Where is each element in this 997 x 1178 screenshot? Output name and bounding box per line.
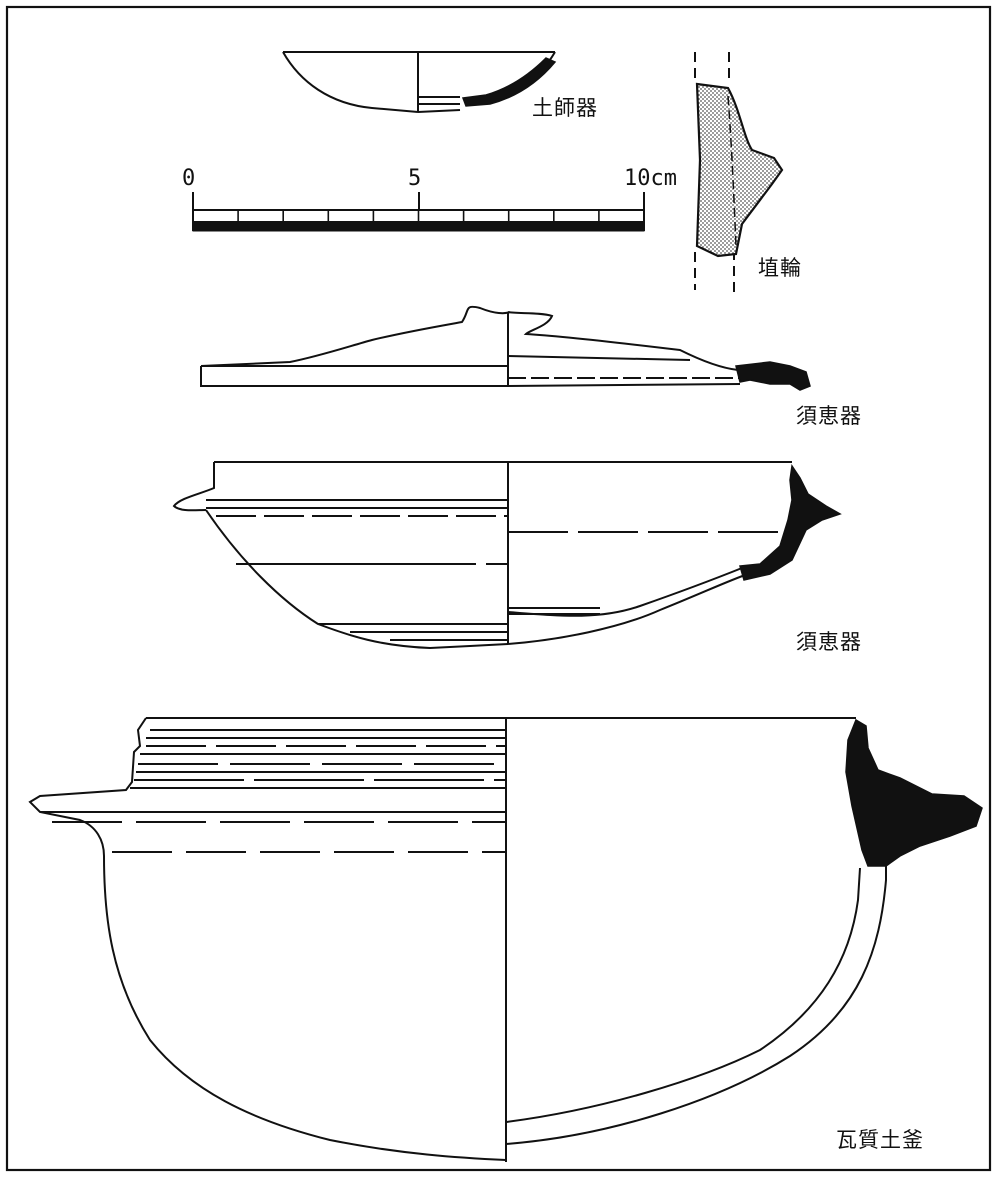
hajiki-dish-drawing (282, 51, 556, 113)
label-sueki-bowl: 須恵器 (796, 630, 862, 654)
haniwa-fragment-section (695, 82, 784, 258)
sueki-lid-section (735, 361, 811, 391)
sueki-bowl-section (739, 463, 842, 581)
gashitsu-kama-drawing (28, 717, 887, 1162)
haniwa-fragment-drawing (694, 52, 735, 292)
label-haniwa: 埴輪 (758, 256, 802, 280)
scale-tick-10cm: 10cm (624, 166, 677, 191)
sueki-bowl-drawing (172, 461, 792, 650)
label-hajiki: 土師器 (532, 96, 598, 120)
scale-bar (192, 192, 645, 232)
sheet-frame (5, 5, 992, 1172)
hajiki-dish-section (461, 57, 557, 107)
scale-tick-5: 5 (408, 166, 422, 191)
label-sueki-lid: 須恵器 (796, 404, 862, 428)
sueki-lid-drawing (200, 305, 741, 387)
scale-tick-0: 0 (182, 166, 196, 191)
label-gashitsu-kama: 瓦質土釜 (836, 1128, 924, 1152)
gashitsu-kama-section (845, 718, 983, 867)
